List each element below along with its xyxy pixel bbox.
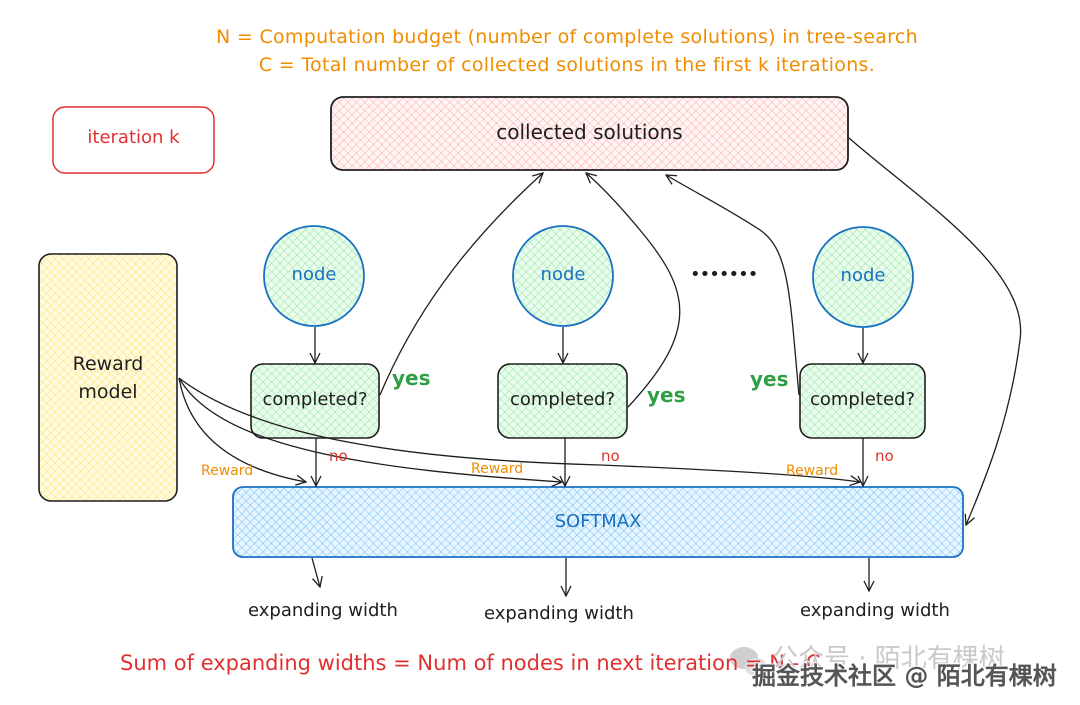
node-label-3: node [840,265,886,286]
ellipsis-more-nodes: ••••••• [690,264,758,285]
note-computation-budget: N = Computation budget (number of comple… [216,26,918,48]
node-label-1: node [291,264,337,285]
expanding-width-3: expanding width [800,600,950,621]
yes-label-2: yes [647,383,686,407]
yes-label-3: yes [750,367,789,391]
collected-solutions-box [330,96,849,171]
completed-label-1: completed? [262,389,368,410]
arrow-reward-2 [178,377,562,482]
completed-box-2 [497,363,628,439]
completed-label-2: completed? [509,389,616,410]
reward-model-box [38,253,178,502]
collected-solutions-label: collected solutions [496,120,683,144]
completed-box-1 [250,363,380,439]
arrow-yes-1 [379,173,543,396]
reward-model-line2: model [78,381,138,403]
reward-model-line1: Reward [72,353,144,375]
iteration-label: iteration k [87,127,180,148]
note-collected-total: C = Total number of collected solutions … [258,54,876,76]
watermark-faint: 公众号 · 陌北有棵树 [772,644,1005,674]
arrow-yes-3 [666,175,800,396]
completed-label-3: completed? [809,389,916,410]
no-label-2: no [601,447,620,465]
arrow-reward-1 [178,377,306,482]
expanding-width-1: expanding width [248,600,398,621]
footer-equation: Sum of expanding widths = Num of nodes i… [120,651,821,675]
watermark-main: 掘金技术社区 @ 陌北有棵树 [752,662,1057,690]
node-label-2: node [540,264,586,285]
yes-label-1: yes [392,366,431,390]
arrow-yes-2 [586,173,681,408]
reward-label-3: Reward [786,463,839,479]
reward-model-label: Reward model [39,350,177,406]
iteration-box [52,106,215,174]
wechat-icon [730,647,767,676]
arrow-reward-3 [178,377,860,482]
arrow-expand-1 [311,557,320,587]
node-circle-1 [263,225,365,327]
node-circle-3 [812,226,914,328]
no-label-3: no [875,447,894,465]
softmax-box [232,486,964,558]
reward-label-1: Reward [201,463,254,479]
softmax-label: SOFTMAX [554,511,642,532]
reward-label-2: Reward [471,461,524,477]
expanding-width-2: expanding width [484,603,634,624]
arrow-collected-softmax [848,137,1022,525]
no-label-1: no [329,447,348,465]
node-circle-2 [512,225,614,327]
